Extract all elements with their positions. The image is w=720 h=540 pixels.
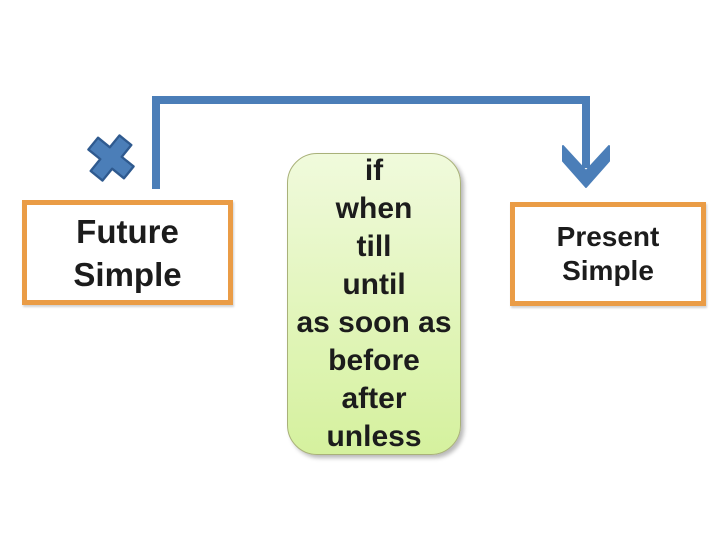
future-simple-box: Future Simple [22,200,233,305]
conjunction-item: unless [326,420,422,453]
conjunction-item: if [364,154,384,187]
conjunction-list-box: if when till until as soon as before aft… [287,153,461,455]
present-simple-label-line2: Simple [562,255,654,286]
conjunction-item: when [335,192,413,225]
conjunction-item: until [342,268,406,301]
conjunction-item: before [328,344,420,377]
present-simple-label-line1: Present [556,221,660,252]
cross-icon [87,134,135,182]
conjunction-item: till [356,230,392,263]
future-simple-label-line1: Future [76,212,179,250]
arrow-down-icon [562,145,610,188]
conjunction-item: after [341,382,407,415]
conjunction-item: as soon as [296,306,452,339]
future-simple-label-line2: Simple [73,255,182,293]
present-simple-box: Present Simple [510,202,706,306]
